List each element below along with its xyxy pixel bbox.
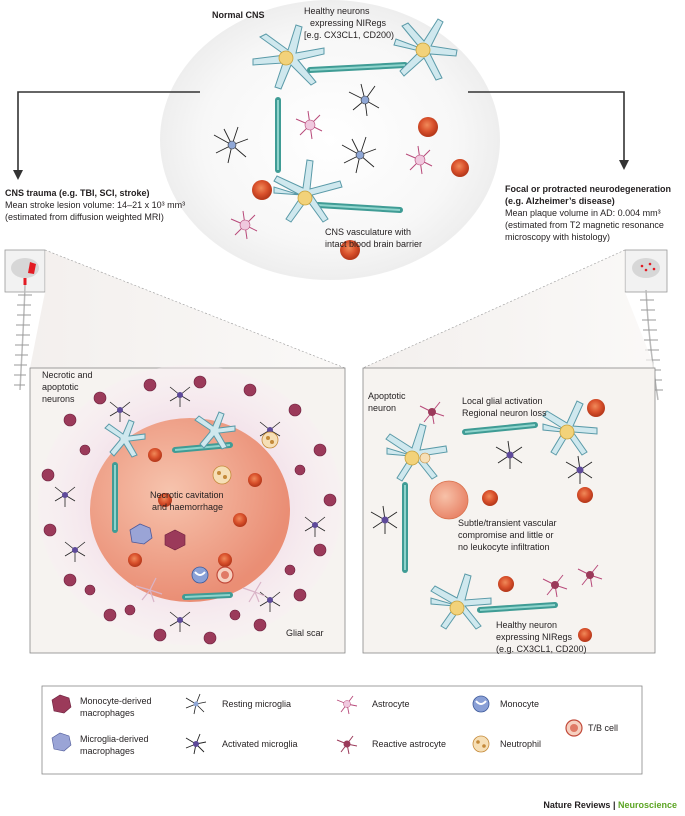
lesion-macrophage-mono bbox=[164, 529, 186, 551]
legend-activated-microglia-icon bbox=[185, 733, 207, 755]
legend-neutrophil: Neutrophil bbox=[500, 739, 542, 749]
apoptotic-label-2: neuron bbox=[368, 403, 397, 413]
legend-micro-macro-1: Microglia-derived bbox=[80, 734, 149, 744]
top-microglia bbox=[213, 83, 380, 174]
lesion-neutrophil bbox=[212, 431, 279, 485]
scar-microglia bbox=[54, 386, 326, 632]
top-neuron-nucleus-1 bbox=[278, 50, 294, 66]
journal-credit: Nature Reviews | Neuroscience bbox=[543, 800, 677, 810]
legend-micro-macro-2: macrophages bbox=[80, 746, 135, 756]
legend-micro-macro-icon bbox=[51, 732, 72, 752]
right-apoptotic-body bbox=[419, 452, 431, 464]
neurons-label-1: Healthy neurons bbox=[304, 6, 370, 16]
neurons-label-3: [e.g. CX3CL1, CD200) bbox=[304, 30, 395, 40]
vasculature-label-2: intact blood brain barrier bbox=[325, 239, 423, 249]
legend-resting-microglia: Resting microglia bbox=[222, 699, 292, 709]
legend-monocyte: Monocyte bbox=[500, 699, 540, 709]
legend-mono-macro-icon bbox=[51, 694, 72, 714]
vasculature-label-1: CNS vasculature with bbox=[325, 227, 412, 237]
trauma-line-3: (estimated from diffusion weighted MRI) bbox=[5, 212, 164, 222]
apoptotic-label-1: Apoptotic bbox=[368, 391, 406, 401]
right-microglia bbox=[370, 440, 593, 534]
right-spinal-cord bbox=[640, 289, 663, 401]
top-astrocytes bbox=[230, 110, 433, 240]
top-neuron-nucleus-2 bbox=[415, 42, 431, 58]
legend-activated-microglia: Activated microglia bbox=[222, 739, 298, 749]
healthy-neuron-label-2: expressing NIRegs bbox=[496, 632, 573, 642]
arrow-left-head bbox=[13, 170, 23, 180]
arrow-left bbox=[17, 91, 200, 172]
right-cns-icon bbox=[624, 249, 668, 293]
neurodegeneration-title-2: (e.g. Alzheimer’s disease) bbox=[505, 196, 615, 206]
trauma-line-2: Mean stroke lesion volume: 14–21 x 10³ m… bbox=[5, 200, 186, 210]
legend-box bbox=[41, 685, 643, 775]
healthy-neuron-label-3: (e.g. CX3CL1, CD200) bbox=[496, 644, 587, 654]
legend-astrocyte-icon bbox=[336, 695, 358, 715]
lesion-rbcs bbox=[128, 448, 262, 567]
local-activation-label-1: Local glial activation bbox=[462, 396, 543, 406]
necrotic-label-1: Necrotic and bbox=[42, 370, 93, 380]
scar-macrophages bbox=[41, 375, 337, 645]
legend-reactive-astrocyte: Reactive astrocyte bbox=[372, 739, 447, 749]
subtle-label-2: compromise and little or bbox=[458, 530, 554, 540]
subtle-label-1: Subtle/transient vascular bbox=[458, 518, 557, 528]
left-zoom-cone bbox=[30, 250, 345, 368]
local-activation-label-2: Regional neuron loss bbox=[462, 408, 547, 418]
legend-neutrophil-icon bbox=[472, 735, 490, 753]
left-spinal-cord bbox=[19, 284, 26, 391]
journal-section: Neuroscience bbox=[617, 800, 677, 810]
glial-scar-label: Glial scar bbox=[286, 628, 324, 638]
arrow-right bbox=[468, 91, 625, 162]
legend-resting-microglia-icon bbox=[185, 693, 207, 715]
top-neuron-nucleus-3 bbox=[297, 190, 313, 206]
neurodegeneration-line-5: microscopy with histology) bbox=[505, 232, 611, 242]
legend-astrocyte: Astrocyte bbox=[372, 699, 410, 709]
necrotic-neurons bbox=[104, 411, 236, 458]
subtle-label-3: no leukocyte infiltration bbox=[458, 542, 550, 552]
lesion-microglia-macrophage bbox=[129, 523, 153, 545]
necrotic-label-2: apoptotic bbox=[42, 382, 79, 392]
scar-astrocytes bbox=[135, 577, 266, 603]
legend-mono-macro-1: Monocyte-derived bbox=[80, 696, 152, 706]
neurodegeneration-line-3: Mean plaque volume in AD: 0.004 mm³ bbox=[505, 208, 661, 218]
legend-mono-macro-2: macrophages bbox=[80, 708, 135, 718]
right-astrocytes bbox=[419, 401, 603, 598]
journal-separator: | bbox=[610, 800, 618, 810]
cavitation-label-2: and haemorrhage bbox=[152, 502, 224, 512]
top-rbcs bbox=[252, 117, 469, 260]
neurodegeneration-line-4: (estimated from T2 magnetic resonance bbox=[505, 220, 664, 230]
necrotic-label-3: neurons bbox=[42, 394, 75, 404]
right-rbcs bbox=[482, 399, 605, 642]
cavitation-label-1: Necrotic cavitation bbox=[150, 490, 224, 500]
neurodegeneration-title-1: Focal or protracted neurodegeneration bbox=[505, 184, 672, 194]
normal-cns-region bbox=[160, 0, 500, 280]
legend-reactive-astrocyte-icon bbox=[336, 735, 358, 755]
healthy-neuron-label-1: Healthy neuron bbox=[496, 620, 558, 630]
legend-tb-cell: T/B cell bbox=[588, 723, 619, 733]
right-zoom-cone bbox=[363, 250, 655, 368]
plaque bbox=[429, 480, 469, 520]
journal-name: Nature Reviews bbox=[543, 800, 611, 810]
trauma-title: CNS trauma (e.g. TBI, SCI, stroke) bbox=[5, 188, 150, 198]
neurons-label-2: expressing NIRegs bbox=[310, 18, 387, 28]
normal-cns-title: Normal CNS bbox=[212, 10, 265, 20]
arrow-right-head bbox=[619, 160, 629, 170]
